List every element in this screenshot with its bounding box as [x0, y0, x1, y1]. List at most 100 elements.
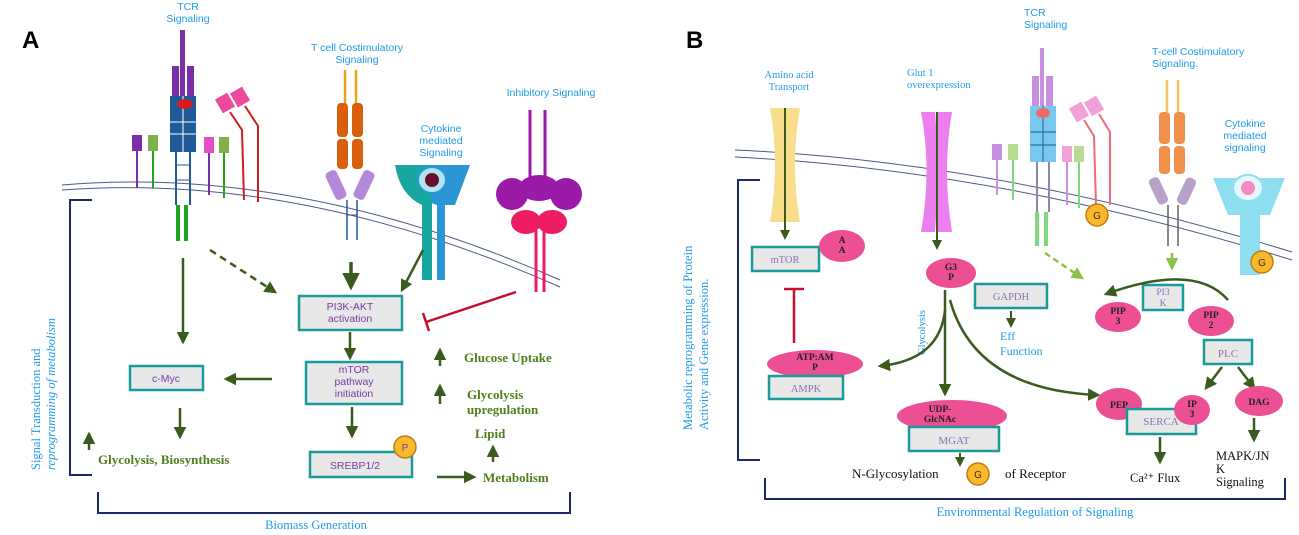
n-glycosylation-label: N-Glycosylation: [852, 466, 939, 481]
pip2-label-line: 2: [1209, 321, 1214, 331]
cytokine-label-a-line: Signaling: [419, 147, 462, 159]
membrane-inner-a: [61, 187, 561, 288]
cytokine-label-b-line: mediated: [1223, 130, 1266, 142]
plc-label: PLC: [1218, 348, 1238, 360]
pip3-label-line: PIP: [1110, 307, 1126, 317]
g3p-ellipse: [926, 258, 976, 288]
g3p-label-line: G3: [945, 263, 957, 273]
udp-glcnac-label-line: UDP-: [929, 405, 952, 415]
inhibitory-receptor-a: [496, 110, 582, 292]
metabolism-label: Metabolism: [483, 470, 549, 485]
glut1-transporter: [921, 112, 952, 250]
g-protein-badge-n: [966, 462, 990, 486]
arrow-g3p-pep: [948, 299, 1101, 401]
cmyc-label: c-Myc: [152, 373, 180, 385]
mtor-pathway-label-line: mTOR: [339, 364, 370, 376]
dag-ellipse: [1235, 386, 1283, 416]
tcr-receptor-a: [132, 30, 259, 241]
g3p-label-line: P: [948, 273, 954, 283]
g-protein-label-tcr: G: [1093, 211, 1101, 222]
membrane-outer-b: [734, 149, 1293, 253]
cytokine-label-b-line: signaling: [1224, 142, 1266, 154]
pi3k-akt-label-line: PI3K-AKT: [327, 301, 374, 313]
phospho-badge: [393, 435, 417, 459]
ampk-box: [767, 374, 845, 401]
bracket-bottom-b: [764, 478, 1286, 500]
pi3k-akt-box: [297, 294, 404, 332]
mtor-box-b: [750, 245, 821, 273]
lipid-label: Lipid: [475, 426, 506, 441]
glycolysis-label-b: Glycolysis: [917, 310, 928, 355]
g-protein-label-n: G: [974, 470, 982, 481]
cytokine-receptor-b: [1213, 174, 1285, 275]
arrow-g3p-ampk: [877, 309, 947, 372]
pi3k-akt-label-line: activation: [328, 313, 373, 325]
arrow-plc-ip3: [1204, 366, 1223, 390]
cytokine-label-b-line: Cytokine: [1225, 118, 1266, 130]
gapdh-label: GAPDH: [993, 292, 1030, 303]
mgat-box: [907, 425, 1001, 453]
bracket-left-b: [737, 179, 760, 461]
eff-function-label-line: Function: [1000, 344, 1043, 358]
membrane-outer-a: [61, 181, 561, 281]
ca-flux-label: Ca²⁺ Flux: [1130, 471, 1181, 485]
pi3k-label-b-line: K: [1160, 299, 1167, 309]
mtor-pathway-label-line: initiation: [335, 388, 374, 400]
plc-box: [1202, 338, 1254, 366]
inhibit-line-a: [425, 290, 517, 324]
biomass-label: Biomass Generation: [265, 518, 367, 532]
membrane-inner-b: [734, 156, 1293, 261]
amino-acid-transporter: [770, 108, 800, 240]
aa-label-line: A: [839, 236, 846, 246]
side-label-a-1: Signal Transduction and: [29, 348, 43, 470]
mapk-label-line: K: [1216, 462, 1225, 476]
atp-amp-label-line: ATP:AM: [796, 353, 833, 363]
panel-a: A: [22, 1, 596, 532]
mtor-pathway-label-line: pathway: [334, 376, 374, 388]
pi3k-box-b: [1141, 283, 1185, 312]
costim-label-a-line: Signaling: [335, 54, 378, 66]
costim-receptor-b: [1148, 80, 1197, 246]
costim-label-b-line: T-cell Costimulatory: [1152, 46, 1245, 58]
arrow-tcr-pi3k-dashed: [209, 248, 278, 294]
pip3-label-line: 3: [1116, 317, 1121, 327]
amino-acid-label-line: Amino acid: [764, 70, 814, 81]
costim-receptor-a: [325, 70, 375, 240]
phospho-label: P: [402, 443, 409, 454]
gapdh-box: [973, 282, 1049, 310]
glycolysis-up-label-line: Glycolysis: [467, 387, 523, 402]
udp-glcnac-label: UDP-GlcNAc: [924, 405, 956, 425]
g-protein-badge-tcr: [1085, 203, 1109, 227]
serca-label: SERCA: [1143, 416, 1179, 428]
glucose-uptake-label: Glucose Uptake: [464, 350, 552, 365]
tcr-label-b-line: Signaling: [1024, 19, 1067, 31]
ip3-label-line: 3: [1190, 410, 1195, 420]
pi3k-label-b-line: PI3: [1156, 288, 1169, 298]
inhibit-bar-a: [421, 312, 431, 332]
cmyc-box: [128, 364, 205, 392]
side-label-b-1: Metabolic reprogramming of Protein: [681, 245, 695, 430]
mapk-label-line: Signaling: [1216, 475, 1265, 489]
panel-a-letter: A: [22, 27, 39, 54]
g-protein-badge-cytokine: [1250, 250, 1274, 274]
costim-label-a-line: T cell Costimulatory: [311, 42, 404, 54]
g-protein-label-cytokine: G: [1258, 258, 1266, 269]
mgat-label: MGAT: [938, 435, 969, 447]
cytokine-label-a-line: mediated: [419, 135, 462, 147]
costim-label-b-line: Signaling.: [1152, 58, 1198, 70]
cytokine-receptor-a: [395, 165, 470, 280]
cytokine-label-a-line: Cytokine: [421, 123, 462, 135]
